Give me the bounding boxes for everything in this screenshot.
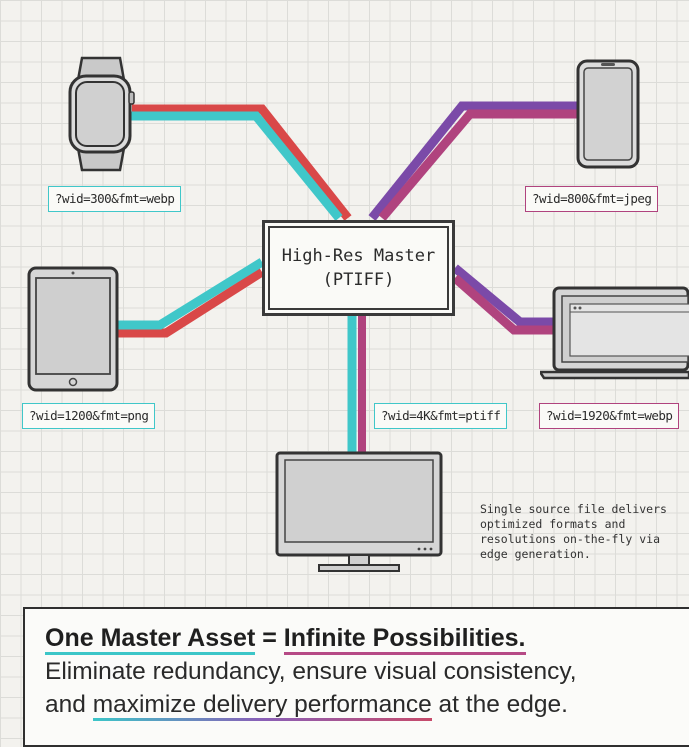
- banner-headline: One Master Asset = Infinite Possibilitie…: [45, 621, 689, 655]
- smartwatch-icon: [68, 56, 135, 172]
- line3-post: at the edge.: [431, 691, 568, 718]
- wire-tablet-red: [116, 268, 265, 338]
- note-line: optimized formats and: [480, 517, 626, 531]
- master-title: High-Res Master: [281, 246, 436, 266]
- smartphone-icon: [576, 59, 640, 169]
- wire-watch-cyan: [130, 111, 343, 221]
- note-line: Single source file delivers: [480, 502, 667, 516]
- monitor-icon: [275, 451, 443, 572]
- note-line: resolutions on-the-fly via: [480, 532, 661, 546]
- headline-equals: =: [255, 624, 284, 652]
- wire-laptop-magenta: [452, 274, 554, 335]
- wire-watch-red: [132, 104, 352, 221]
- banner-line-2: Eliminate redundancy, ensure visual cons…: [45, 658, 577, 685]
- wire-phone-purple: [368, 101, 580, 221]
- wire-tablet-cyan: [116, 258, 265, 330]
- master-format: (PTIFF): [322, 270, 395, 290]
- laptop-icon: [540, 286, 689, 380]
- wire-phone-magenta: [378, 109, 580, 221]
- headline-part1: One Master Asset: [45, 624, 256, 655]
- phone-url-tag: ?wid=800&fmt=jpeg: [525, 186, 659, 212]
- tablet-url-tag: ?wid=1200&fmt=png: [22, 403, 156, 429]
- tablet-icon: [27, 266, 119, 392]
- watch-url-tag: ?wid=300&fmt=webp: [48, 186, 182, 212]
- monitor-url-tag: ?wid=4K&fmt=ptiff: [374, 403, 508, 429]
- laptop-url-tag: ?wid=1920&fmt=webp: [539, 403, 680, 429]
- headline-part2: Infinite Possibilities.: [283, 624, 526, 655]
- line3-pre: and: [45, 691, 93, 718]
- summary-banner: One Master Asset = Infinite Possibilitie…: [23, 607, 689, 747]
- line3-highlight: maximize delivery performance: [92, 691, 432, 721]
- master-asset-box: High-Res Master (PTIFF): [262, 220, 455, 316]
- note-line: edge generation.: [480, 547, 591, 561]
- wire-laptop-purple: [452, 264, 554, 327]
- banner-line-3: and maximize delivery performance at the…: [45, 688, 689, 721]
- description-note: Single source file delivers optimized fo…: [480, 502, 689, 562]
